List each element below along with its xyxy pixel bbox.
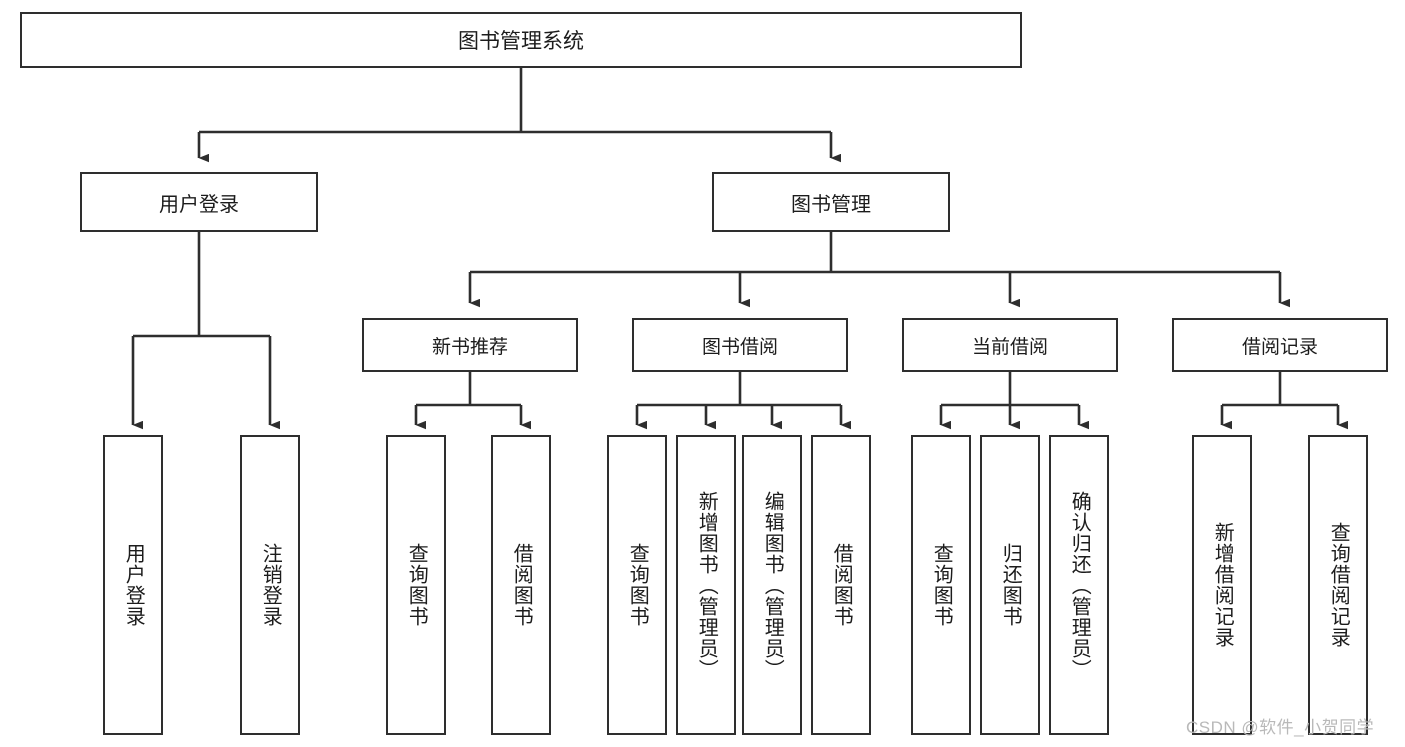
node-label: 图书管理系统 [458, 30, 584, 53]
leaf-query-borrow-record[interactable]: 查询借阅记录 [1308, 435, 1368, 735]
node-label: 新增借阅记录 [1211, 522, 1234, 648]
node-label: 借阅图书 [510, 543, 533, 627]
node-root-system[interactable]: 图书管理系统 [20, 12, 1022, 68]
node-label: 用户登录 [159, 193, 239, 216]
node-label: 新书推荐 [431, 336, 508, 358]
leaf-return-book[interactable]: 归还图书 [980, 435, 1040, 735]
node-label: 查询图书 [626, 543, 649, 627]
node-label: 图书管理 [791, 193, 871, 216]
node-label: 图书借阅 [701, 336, 778, 358]
csdn-watermark: CSDN @软件_小贺同学 [1186, 718, 1375, 737]
leaf-add-book-admin[interactable]: 新增图书（管理员） [676, 435, 736, 735]
node-label: 归还图书 [999, 543, 1022, 627]
node-current-borrow[interactable]: 当前借阅 [902, 318, 1118, 372]
node-label: 查询借阅记录 [1327, 522, 1350, 648]
node-label: 新增图书（管理员） [695, 490, 718, 680]
node-new-book-recommend[interactable]: 新书推荐 [362, 318, 578, 372]
leaf-query-book-recommend[interactable]: 查询图书 [386, 435, 446, 735]
node-label: 编辑图书（管理员） [761, 490, 784, 680]
leaf-user-logout[interactable]: 注销登录 [240, 435, 300, 735]
node-borrow-record[interactable]: 借阅记录 [1172, 318, 1388, 372]
node-label: 借阅记录 [1241, 336, 1318, 358]
node-book-borrow[interactable]: 图书借阅 [632, 318, 848, 372]
node-label: 用户登录 [122, 543, 145, 627]
node-label: 借阅图书 [830, 543, 853, 627]
node-label: 当前借阅 [971, 336, 1048, 358]
leaf-user-login[interactable]: 用户登录 [103, 435, 163, 735]
node-label: 查询图书 [405, 543, 428, 627]
node-label: 注销登录 [259, 543, 282, 627]
leaf-query-book-current[interactable]: 查询图书 [911, 435, 971, 735]
leaf-confirm-return-admin[interactable]: 确认归还（管理员） [1049, 435, 1109, 735]
leaf-query-book-borrow[interactable]: 查询图书 [607, 435, 667, 735]
leaf-borrow-book-recommend[interactable]: 借阅图书 [491, 435, 551, 735]
node-label: 查询图书 [930, 543, 953, 627]
node-user-login[interactable]: 用户登录 [80, 172, 318, 232]
leaf-edit-book-admin[interactable]: 编辑图书（管理员） [742, 435, 802, 735]
node-label: 确认归还（管理员） [1068, 490, 1091, 680]
leaf-add-borrow-record[interactable]: 新增借阅记录 [1192, 435, 1252, 735]
leaf-borrow-book[interactable]: 借阅图书 [811, 435, 871, 735]
node-book-management[interactable]: 图书管理 [712, 172, 950, 232]
